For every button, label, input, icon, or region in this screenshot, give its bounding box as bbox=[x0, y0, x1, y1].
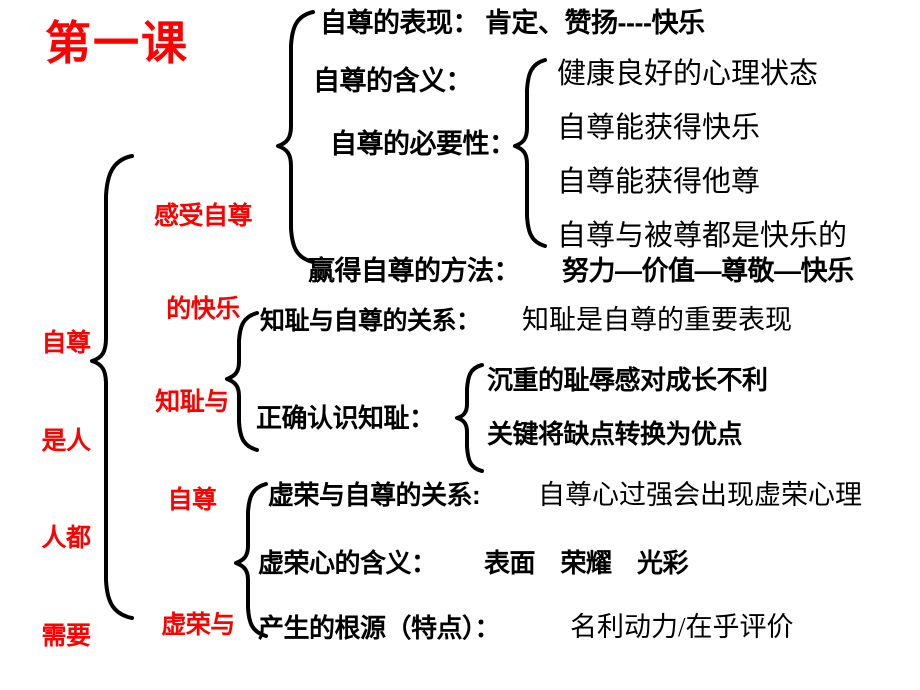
item-3-1-value: 自尊心过强会出现虚荣心理 bbox=[538, 480, 862, 510]
branch-1-brace bbox=[276, 10, 315, 264]
branch-2-inner-brace bbox=[455, 363, 484, 473]
branch-1-inner-brace bbox=[513, 58, 547, 248]
root-label-line: 是人 bbox=[41, 426, 91, 455]
branch-label-line: 自尊 bbox=[167, 485, 217, 514]
branch-label-1: 感受自尊 的快乐 bbox=[128, 138, 278, 388]
branch-label-3: 虚荣与 自尊 bbox=[144, 544, 252, 690]
item-3-1-key: 虚荣与自尊的关系: bbox=[268, 480, 481, 510]
item-2-2-key: 正确认识知耻： bbox=[256, 403, 435, 433]
root-label: 自尊 是人 人都 需要 的 bbox=[18, 262, 114, 690]
item-1-1-key: 自尊的表现： bbox=[320, 8, 480, 38]
branch-label-line: 的快乐 bbox=[166, 295, 240, 324]
item-1-2-child-1: 健康良好的心理状态 bbox=[557, 58, 819, 90]
item-3-3-key: 产生的根源（特点）： bbox=[258, 613, 501, 643]
item-1-2-key: 自尊的含义： bbox=[313, 66, 473, 96]
item-1-4-key: 赢得自尊的方法： bbox=[308, 256, 521, 286]
item-3-2-value: 表面 荣耀 光彩 bbox=[484, 548, 689, 578]
item-3-3-value: 名利动力/在乎评价 bbox=[570, 612, 794, 642]
item-1-3-key: 自尊的必要性： bbox=[330, 129, 516, 159]
root-label-line: 人都 bbox=[41, 524, 91, 552]
item-2-1-value: 知耻是自尊的重要表现 bbox=[522, 305, 792, 335]
item-3-2-key: 虚荣心的含义： bbox=[258, 548, 437, 578]
branch-label-line: 虚荣与 bbox=[161, 611, 235, 639]
item-1-4-value: 努力—价值—尊敬—快乐 bbox=[562, 256, 854, 286]
item-1-1-value: 肯定、赞扬----快乐 bbox=[485, 8, 705, 38]
branch-label-2: 知耻与 自尊 bbox=[138, 321, 246, 581]
item-2-2-child-2: 关键将缺点转换为优点 bbox=[487, 419, 743, 449]
root-label-line: 需要 bbox=[41, 621, 91, 650]
item-1-3-child-2: 自尊能获得他尊 bbox=[557, 166, 761, 198]
branch-label-line: 知耻与 bbox=[155, 388, 229, 416]
item-2-1-key: 知耻与自尊的关系： bbox=[260, 307, 481, 335]
page-title: 第一课 bbox=[45, 18, 189, 69]
root-label-line: 自尊 bbox=[41, 329, 91, 357]
item-1-3-child-1: 自尊能获得快乐 bbox=[557, 112, 761, 144]
branch-label-line: 感受自尊 bbox=[153, 201, 253, 230]
item-2-2-child-1: 沉重的耻辱感对成长不利 bbox=[487, 365, 768, 395]
item-1-3-child-3: 自尊与被尊都是快乐的 bbox=[557, 220, 848, 252]
